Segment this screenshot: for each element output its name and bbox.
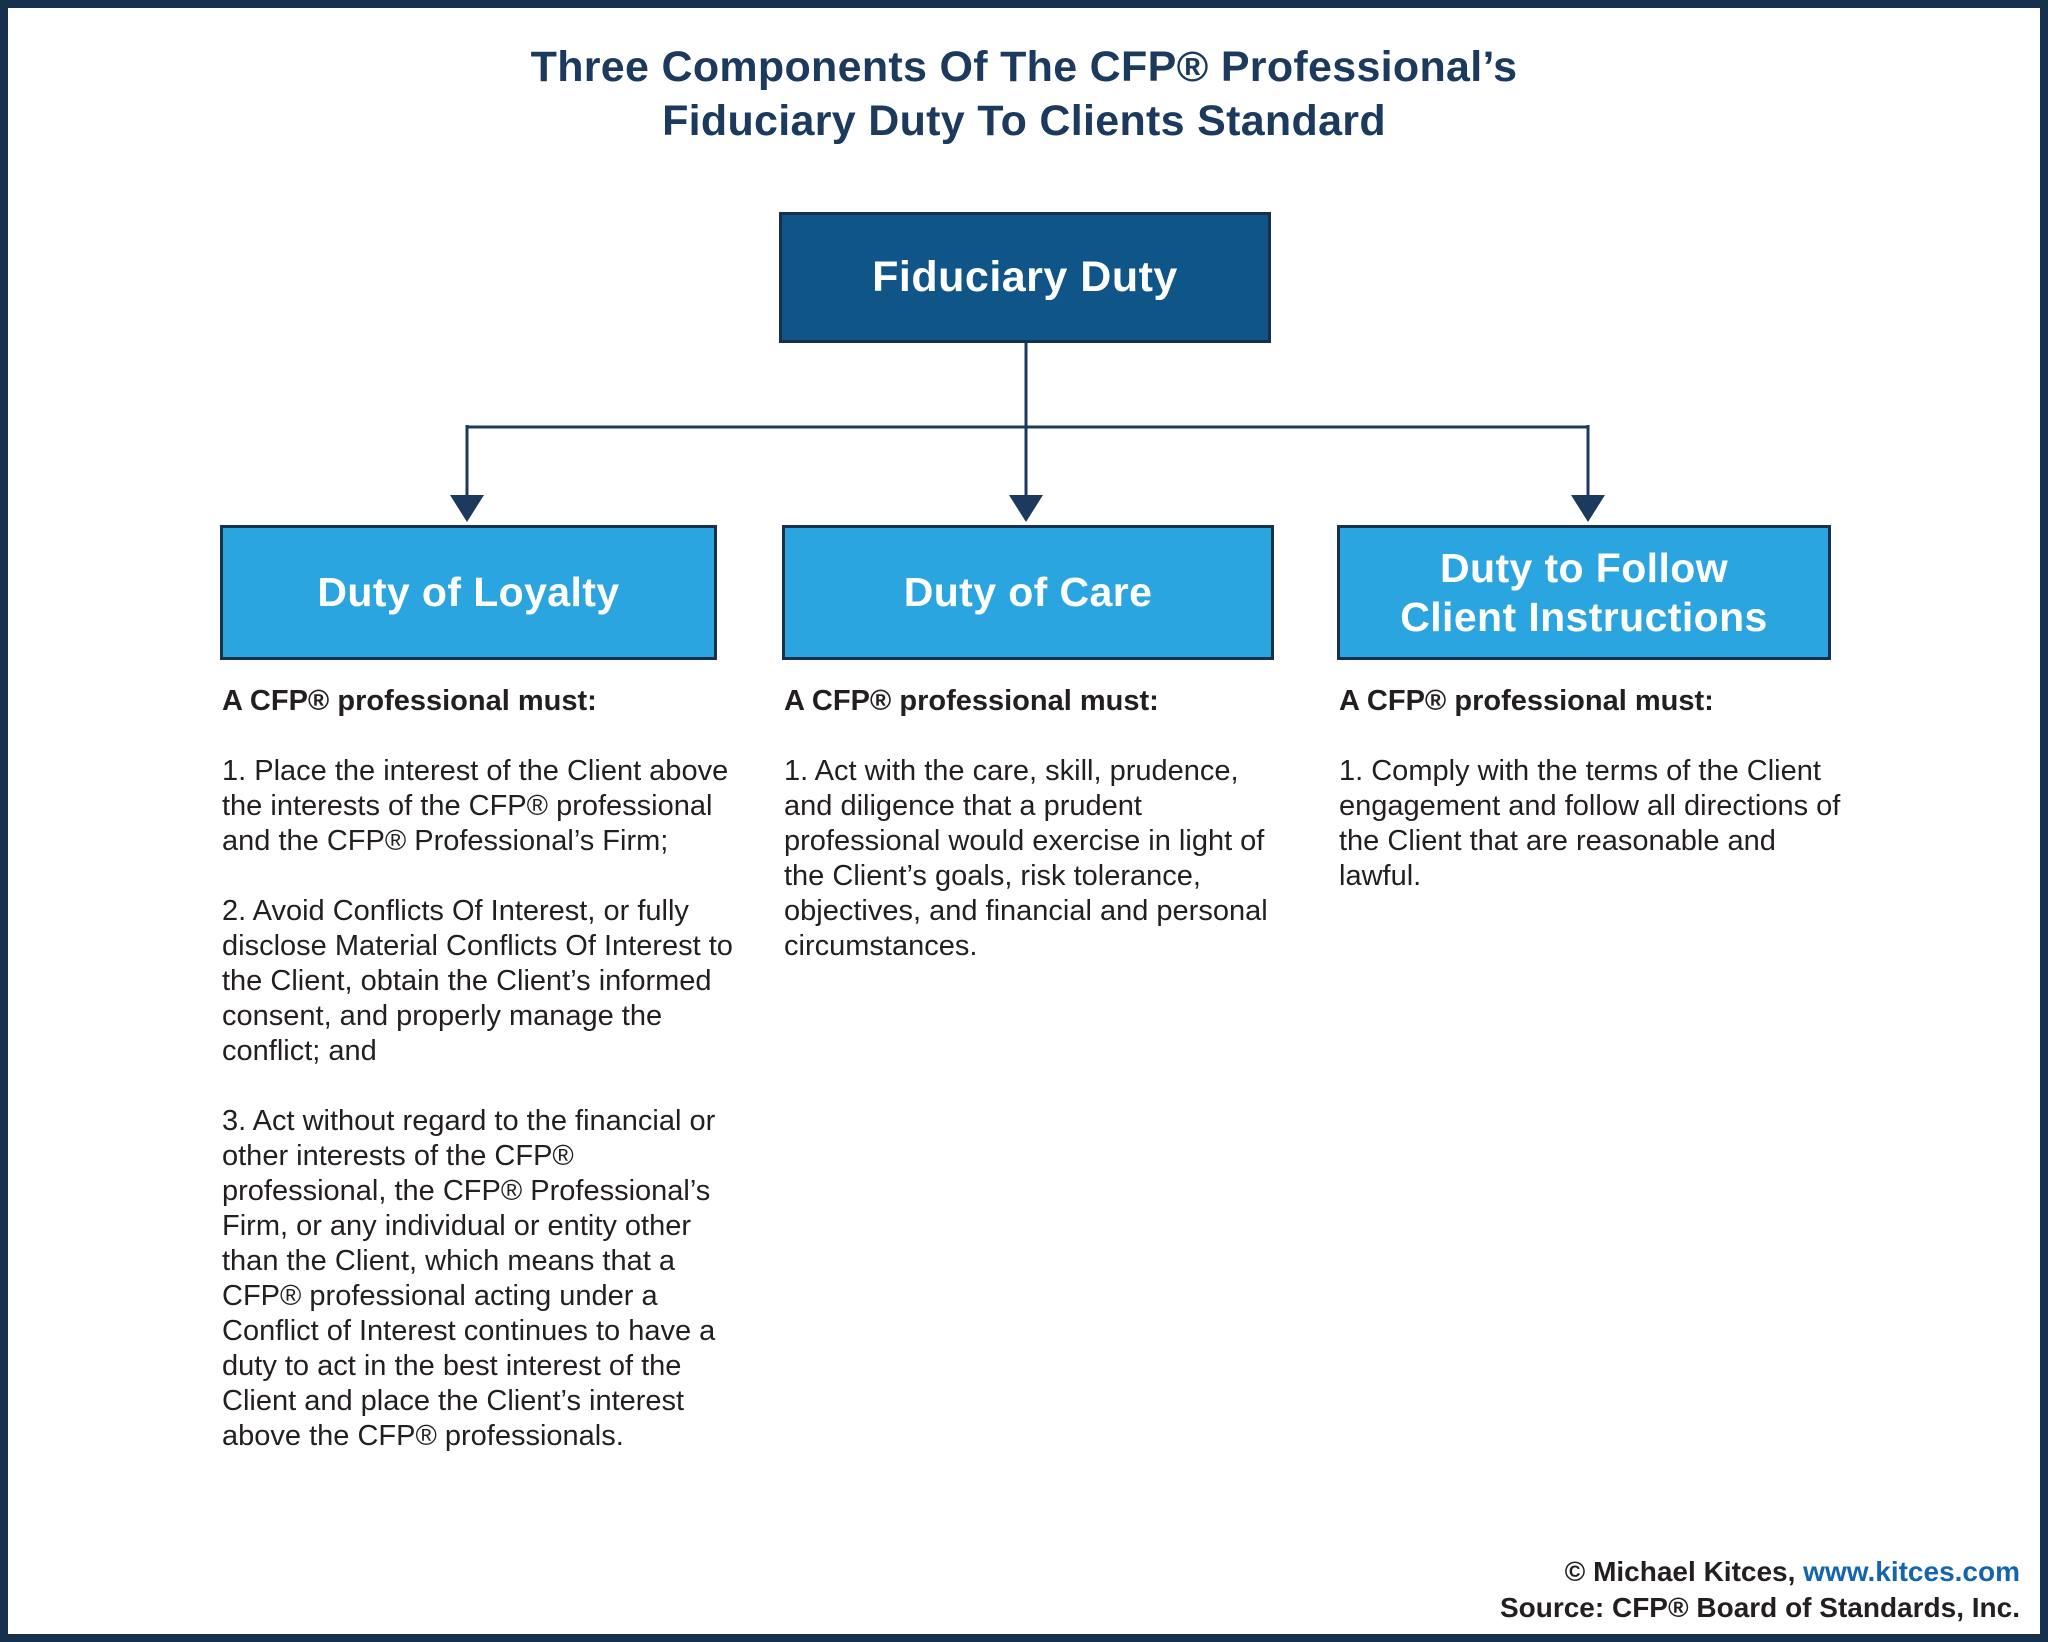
left-arrowhead-icon: [450, 495, 484, 522]
fiduciary-duty-label: Fiduciary Duty: [872, 253, 1178, 301]
duty-of-care-label: Duty of Care: [903, 569, 1153, 616]
loyalty-heading: A CFP® professional must:: [222, 685, 597, 717]
page-title: Three Components Of The CFP® Professiona…: [0, 40, 2048, 148]
fiduciary-duty-box: Fiduciary Duty: [779, 212, 1271, 343]
right-arrowhead-icon: [1571, 495, 1605, 522]
duty-of-loyalty-box: Duty of Loyalty: [220, 525, 717, 660]
middle-arrowhead-icon: [1009, 495, 1043, 522]
duty-to-follow-instructions-column: Duty to Follow Client Instructions A CFP…: [1337, 525, 1842, 894]
loyalty-paragraph-3: 3. Act without regard to the financial o…: [222, 1105, 716, 1452]
duty-to-follow-label-line-2: Client Instructions: [1400, 593, 1768, 640]
instructions-heading: A CFP® professional must:: [1339, 685, 1714, 717]
copyright-line: © Michael Kitces, www.kitces.com: [1500, 1554, 2020, 1590]
footer: © Michael Kitces, www.kitces.com Source:…: [1500, 1554, 2020, 1626]
loyalty-paragraph-1: 1. Place the interest of the Client abov…: [222, 755, 729, 857]
duty-to-follow-instructions-box: Duty to Follow Client Instructions: [1337, 525, 1831, 660]
duty-of-loyalty-label: Duty of Loyalty: [317, 569, 620, 616]
duty-of-loyalty-column: Duty of Loyalty A CFP® professional must…: [220, 525, 740, 1454]
loyalty-paragraph-2: 2. Avoid Conflicts Of Interest, or fully…: [222, 895, 733, 1067]
kitces-link[interactable]: www.kitces.com: [1803, 1556, 2020, 1587]
duty-to-follow-label-line-1: Duty to Follow: [1440, 545, 1728, 592]
duty-of-care-column: Duty of Care A CFP® professional must: 1…: [782, 525, 1287, 964]
page-title-line-2: Fiduciary Duty To Clients Standard: [662, 97, 1386, 145]
instructions-paragraph-1: 1. Comply with the terms of the Client e…: [1339, 755, 1841, 892]
care-heading: A CFP® professional must:: [784, 685, 1159, 717]
source-text: Source: CFP® Board of Standards, Inc.: [1499, 1592, 2020, 1623]
copyright-text: © Michael Kitces,: [1564, 1556, 1804, 1587]
care-paragraph-1: 1. Act with the care, skill, prudence, a…: [784, 755, 1268, 962]
page-title-line-1: Three Components Of The CFP® Professiona…: [530, 43, 1518, 91]
duty-of-care-box: Duty of Care: [782, 525, 1274, 660]
